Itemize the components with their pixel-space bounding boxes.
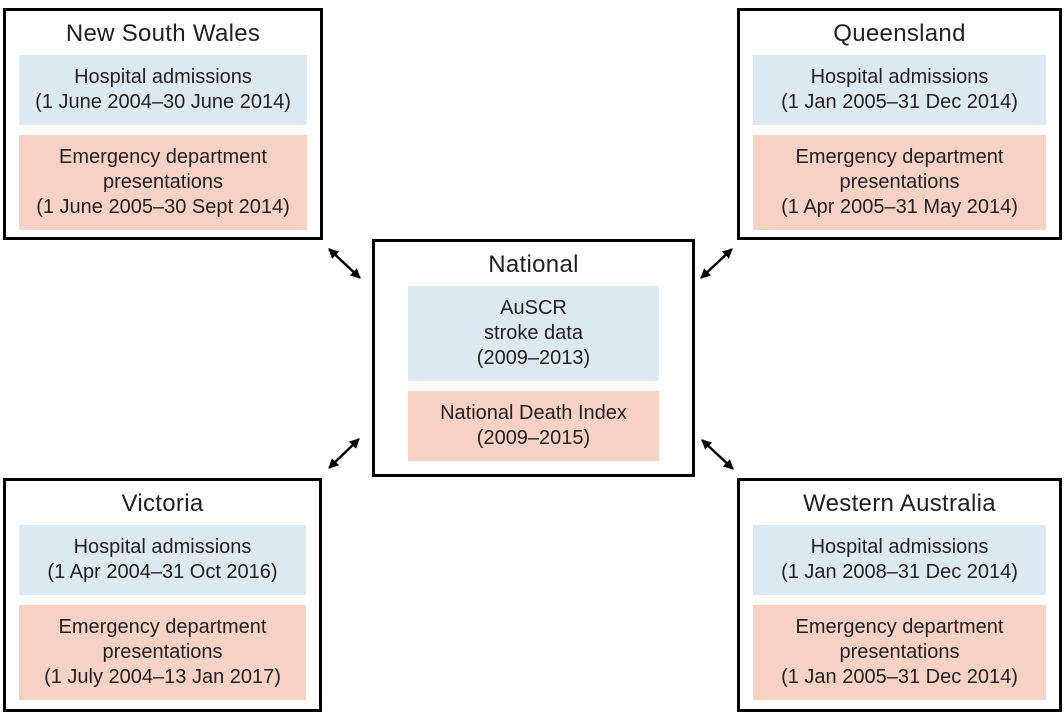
dataset-line: (1 Jan 2008–31 Dec 2014) — [781, 561, 1018, 583]
dataset-line: (1 Jan 2005–31 Dec 2014) — [781, 91, 1018, 113]
state-title-nsw: New South Wales — [65, 20, 261, 47]
dataset-line: AuSCR — [500, 297, 567, 319]
dataset-line: Emergency department — [59, 146, 267, 168]
dataset-line: presentations — [839, 641, 960, 663]
dataset-line: Emergency department — [795, 146, 1004, 168]
vic-hospital-admissions-dataset: Hospital admissions (1 Apr 2004–31 Oct 2… — [19, 525, 306, 595]
box-western-australia: Western Australia Hospital admissions (1… — [737, 478, 1062, 712]
qld-national-double-arrow-icon — [700, 248, 733, 279]
state-title-qld: Queensland — [833, 20, 966, 47]
dataset-line: (2009–2015) — [476, 427, 591, 449]
dataset-line: (1 June 2004–30 June 2014) — [35, 91, 291, 113]
dataset-line: Emergency department — [58, 616, 267, 638]
box-victoria: Victoria Hospital admissions (1 Apr 2004… — [3, 478, 322, 712]
dataset-line: (2009–2013) — [476, 347, 591, 369]
dataset-line: presentations — [839, 171, 960, 193]
dataset-line: (1 Jan 2005–31 Dec 2014) — [781, 666, 1018, 688]
auscr-stroke-data-dataset: AuSCR stroke data (2009–2013) — [408, 286, 659, 381]
dataset-line: Hospital admissions — [810, 66, 989, 88]
qld-hospital-admissions-dataset: Hospital admissions (1 Jan 2005–31 Dec 2… — [753, 55, 1046, 125]
dataset-line: Hospital admissions — [73, 536, 252, 558]
national-death-index-dataset: National Death Index (2009–2015) — [408, 391, 659, 461]
qld-emergency-department-dataset: Emergency department presentations (1 Ap… — [753, 135, 1046, 230]
nsw-emergency-department-dataset: Emergency department presentations (1 Ju… — [19, 135, 307, 230]
box-national: National AuSCR stroke data (2009–2013) N… — [372, 239, 695, 477]
dataset-line: presentations — [102, 641, 223, 663]
dataset-line: (1 July 2004–13 Jan 2017) — [44, 666, 281, 688]
vic-emergency-department-dataset: Emergency department presentations (1 Ju… — [19, 605, 306, 700]
dataset-line: stroke data — [484, 322, 583, 344]
dataset-line: (1 June 2005–30 Sept 2014) — [36, 196, 290, 218]
vic-national-double-arrow-icon — [328, 438, 360, 469]
wa-national-double-arrow-icon — [701, 439, 734, 470]
wa-emergency-department-dataset: Emergency department presentations (1 Ja… — [753, 605, 1046, 700]
box-queensland: Queensland Hospital admissions (1 Jan 20… — [737, 8, 1062, 240]
dataset-line: (1 Apr 2004–31 Oct 2016) — [47, 561, 278, 583]
dataset-line: Emergency department — [795, 616, 1004, 638]
dataset-line: (1 Apr 2005–31 May 2014) — [781, 196, 1018, 218]
nsw-national-double-arrow-icon — [328, 248, 361, 279]
box-new-south-wales: New South Wales Hospital admissions (1 J… — [3, 8, 323, 240]
national-title: National — [488, 251, 579, 278]
state-title-vic: Victoria — [121, 490, 204, 517]
dataset-line: Hospital admissions — [74, 66, 252, 88]
wa-hospital-admissions-dataset: Hospital admissions (1 Jan 2008–31 Dec 2… — [753, 525, 1046, 595]
dataset-line: National Death Index — [440, 402, 627, 424]
dataset-line: presentations — [102, 171, 224, 193]
dataset-line: Hospital admissions — [810, 536, 989, 558]
state-title-wa: Western Australia — [803, 490, 996, 517]
nsw-hospital-admissions-dataset: Hospital admissions (1 June 2004–30 June… — [19, 55, 307, 125]
